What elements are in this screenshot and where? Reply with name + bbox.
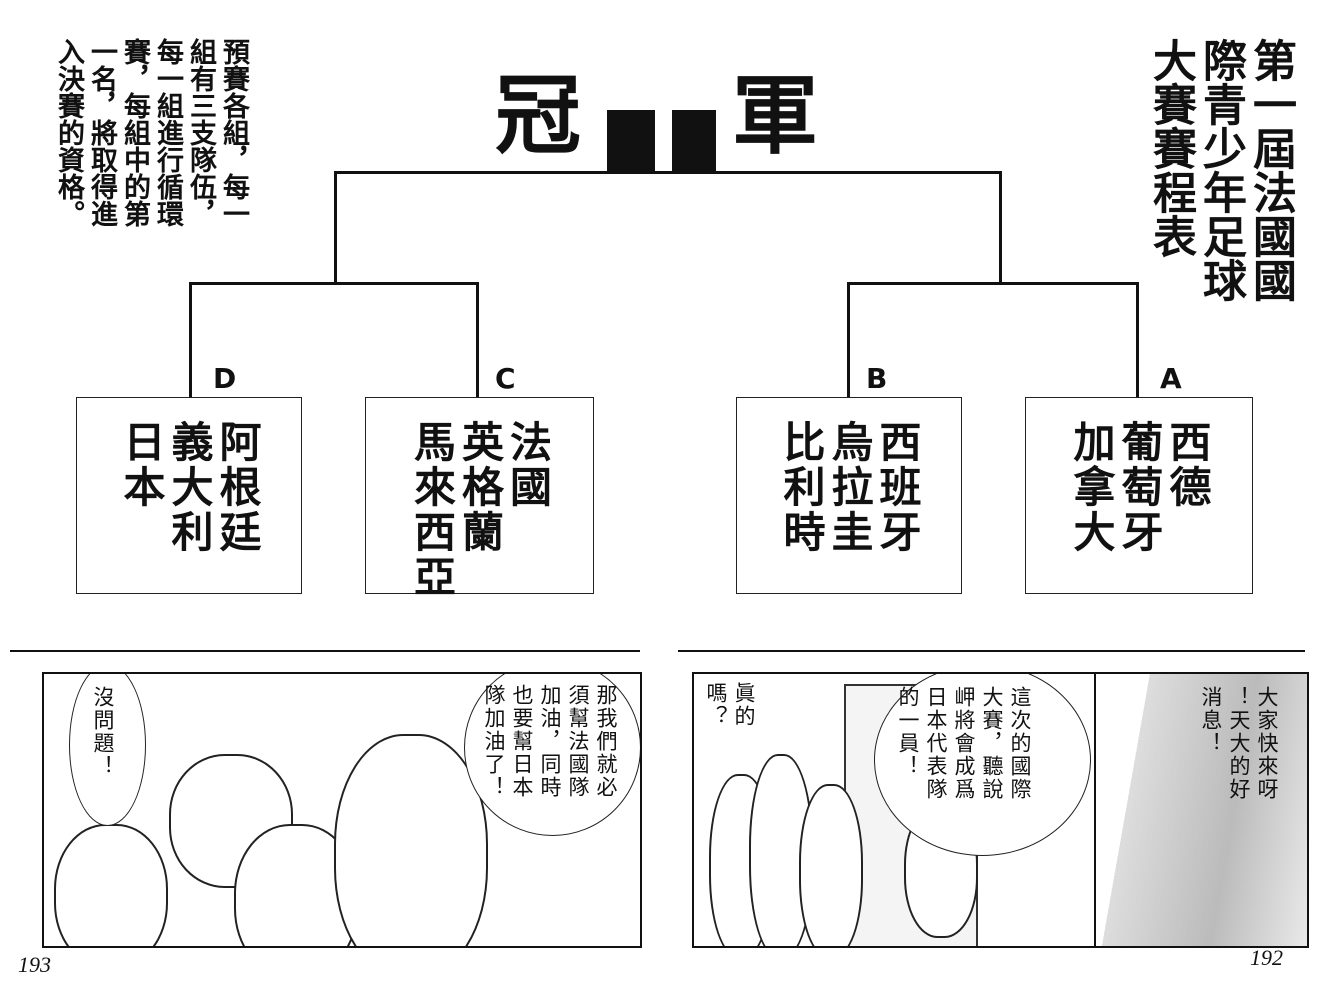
speech-text: 沒問題！ xyxy=(91,686,115,778)
group-box-d: 阿根廷 義大利 日本 xyxy=(76,397,302,594)
tournament-heading: 第一屆法國國 際青少年足球 大賽賽程表 xyxy=(1145,38,1296,302)
character-figure xyxy=(54,824,168,946)
group-teams: 法國 英格蘭 馬來西亞 xyxy=(407,420,553,600)
group-teams: 西班牙 烏拉圭 比利時 xyxy=(777,420,922,555)
group-label-b: B xyxy=(866,362,888,395)
group-box-b: 西班牙 烏拉圭 比利時 xyxy=(736,397,962,594)
group-label-d: D xyxy=(213,362,237,395)
divider-left xyxy=(10,650,640,652)
champion-char-left: 冠 xyxy=(495,66,581,166)
character-figure xyxy=(334,734,488,946)
speech-text: 大家快來呀 ！天大的好 消息！ xyxy=(1199,686,1279,801)
comic-panel-left: 沒問題！ 那我們就必 須幫法國隊 加油，同時 也要幫日本 隊加油了！ xyxy=(42,672,642,948)
group-box-a: 西德 葡萄牙 加拿大 xyxy=(1025,397,1253,594)
building-scene xyxy=(1094,674,1307,946)
rules-note: 預賽各組，每一 組有三支隊伍， 每一組進行循環 賽，每組中的第 一名，將取得進 … xyxy=(53,38,249,227)
champion-char-right: 軍 xyxy=(732,66,818,166)
character-figure xyxy=(799,784,863,946)
champion-bar-left xyxy=(607,110,655,172)
speech-text: 眞的 嗎？ xyxy=(704,682,756,728)
speech-bubble xyxy=(464,674,640,836)
group-box-c: 法國 英格蘭 馬來西亞 xyxy=(365,397,594,600)
group-teams: 西德 葡萄牙 加拿大 xyxy=(1067,420,1212,555)
speech-bubble xyxy=(69,674,146,826)
speech-text: 這次的國際 大賽，聽說 岬將會成爲 日本代表隊 的一員！ xyxy=(896,686,1032,801)
page-number-right: 192 xyxy=(1250,945,1283,970)
speech-text: 那我們就必 須幫法國隊 加油，同時 也要幫日本 隊加油了！ xyxy=(482,684,618,799)
group-label-a: A xyxy=(1160,362,1182,395)
group-label-c: C xyxy=(495,362,516,395)
champion-bar-right xyxy=(672,110,716,172)
divider-right xyxy=(678,650,1305,652)
comic-panel-right: 眞的 嗎？ 這次的國際 大賽，聽說 岬將會成爲 日本代表隊 的一員！ 大家快來呀… xyxy=(692,672,1309,948)
speech-bubble xyxy=(874,674,1091,856)
group-teams: 阿根廷 義大利 日本 xyxy=(117,420,262,555)
page-number-left: 193 xyxy=(18,952,51,977)
